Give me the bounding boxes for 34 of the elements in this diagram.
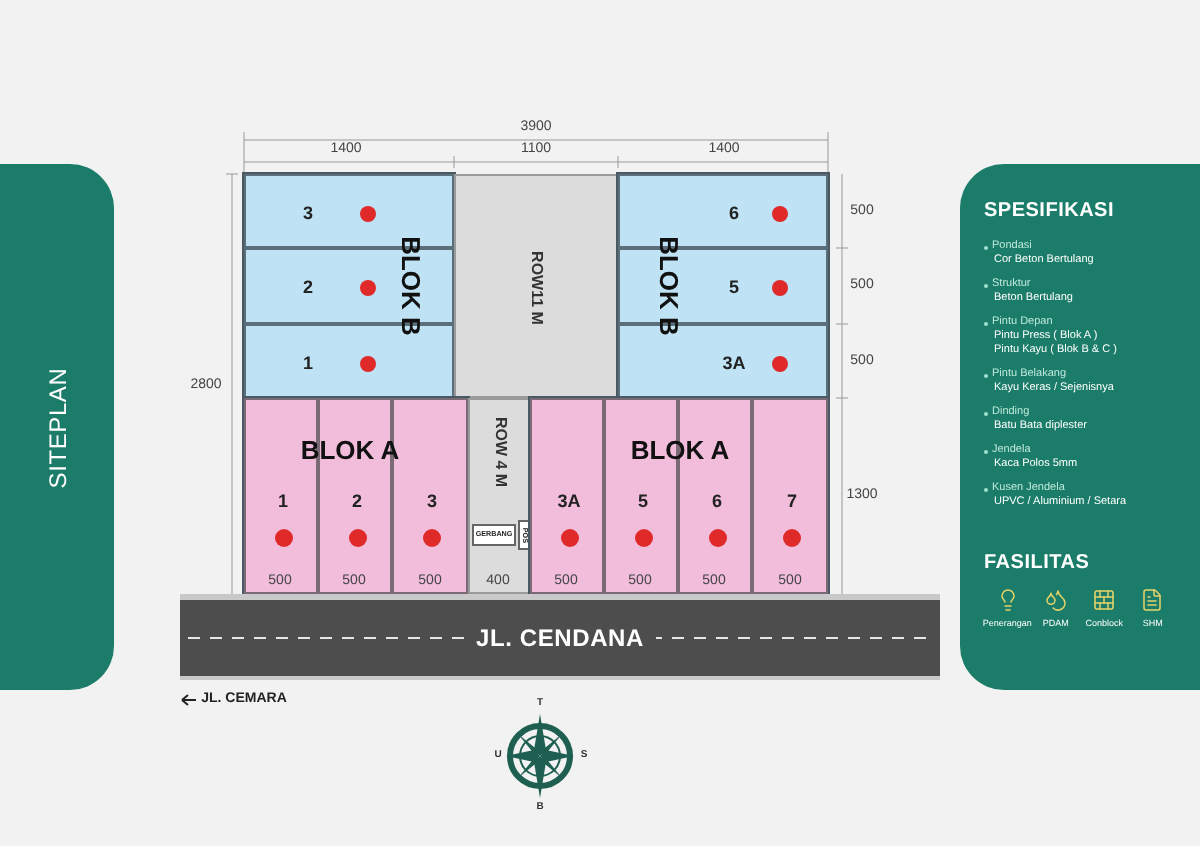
- house-lot: [752, 398, 828, 594]
- block-area: [244, 174, 454, 398]
- gate-box: [472, 524, 516, 546]
- lot-number: 7: [787, 488, 797, 515]
- lot-number: 1: [278, 488, 288, 515]
- block-label: BLOK B: [393, 236, 428, 336]
- road-name: ROW11 M: [526, 251, 548, 325]
- block-area: [618, 174, 828, 398]
- house-lot: [530, 398, 604, 594]
- lot-number: 5: [638, 488, 648, 515]
- block-label: BLOK B: [651, 236, 686, 336]
- block-area: [530, 398, 828, 594]
- lot-number: 6: [712, 488, 722, 515]
- panel-heading: FASILITAS: [984, 550, 1092, 578]
- lot-number: 2: [303, 274, 313, 301]
- lot-number: 2: [352, 488, 362, 515]
- lot-number: 1: [303, 349, 313, 376]
- block-label: BLOK A: [630, 432, 730, 469]
- lot-number: 3: [303, 199, 313, 226]
- lot-number: 3A: [722, 349, 746, 376]
- lot-number: 5: [729, 274, 739, 301]
- block-area: [244, 398, 468, 594]
- panel-heading: SPESIFIKASI: [984, 198, 1116, 226]
- lot-number: 3A: [557, 488, 581, 515]
- road-area: [454, 174, 618, 398]
- lot-number: 6: [729, 199, 739, 226]
- road-name: ROW 4 M: [489, 416, 511, 488]
- side-title-panel: [0, 164, 114, 690]
- road-area: [468, 398, 530, 594]
- street: [180, 594, 940, 680]
- lot-number: 3: [427, 488, 437, 515]
- specification-panel: [960, 164, 1200, 690]
- panel-title: SITEPLAN: [41, 366, 73, 488]
- block-label: BLOK A: [300, 432, 400, 469]
